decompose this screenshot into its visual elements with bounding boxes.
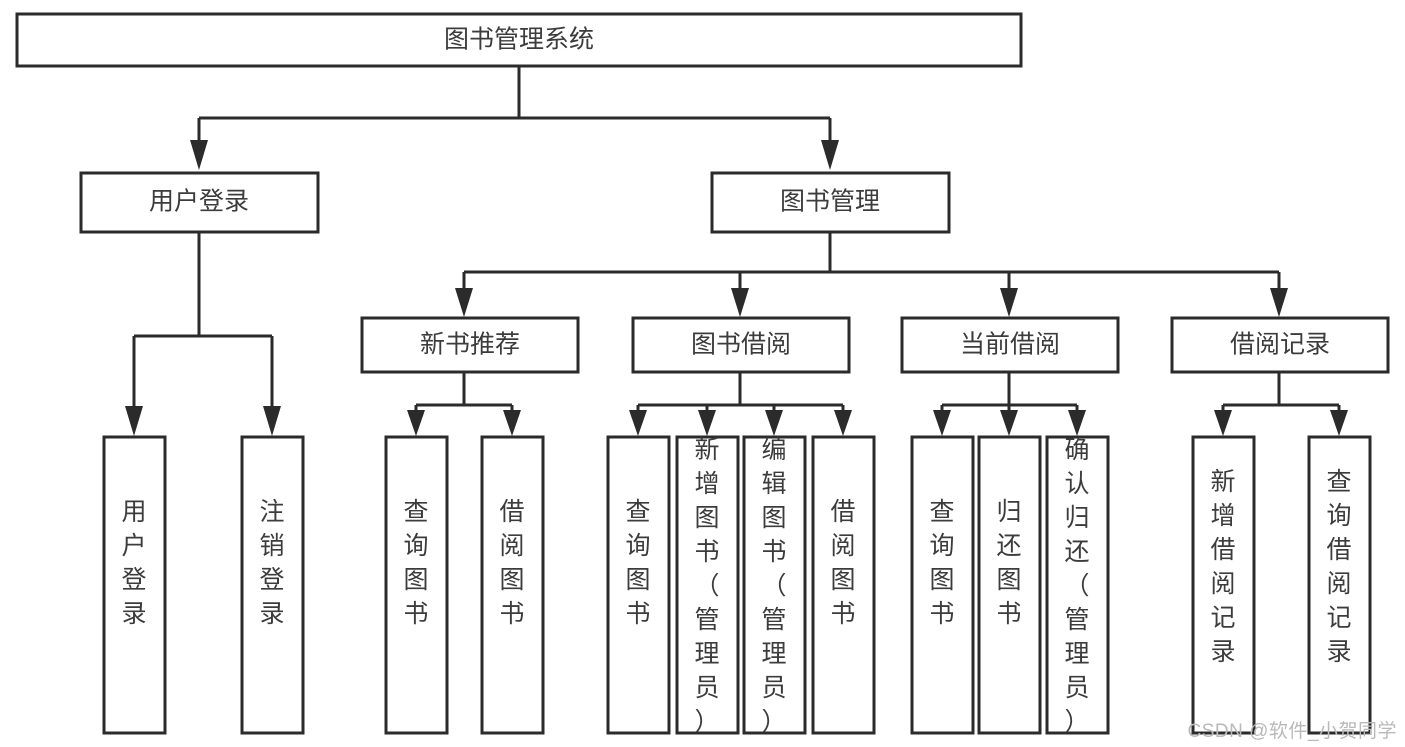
leaf-current-borrow-1-box[interactable]: [910, 435, 975, 735]
arrow-book-manage-to-new-book: [455, 288, 473, 317]
node-borrow-record[interactable]: 借阅记录: [1170, 316, 1390, 374]
arrow-user-login-leaf-2: [263, 406, 281, 436]
arrow-current-borrow-leaf-3: [1068, 410, 1086, 436]
arrow-borrow-record-leaf-1: [1214, 410, 1232, 436]
leaf-book-borrow-4-box[interactable]: [811, 435, 876, 735]
node-current-borrow-box[interactable]: [900, 316, 1120, 374]
leaf-new-book-1-box[interactable]: [384, 435, 449, 735]
csdn-watermark: CSDN @软件_小贺同学: [1187, 721, 1397, 742]
node-root-system[interactable]: 图书管理系统: [15, 12, 1023, 68]
node-book-borrow[interactable]: 图书借阅: [631, 316, 851, 374]
node-user-login[interactable]: 用户登录: [79, 171, 320, 234]
arrow-book-borrow-leaf-2: [698, 410, 716, 436]
node-root-system-label: 图书管理系统: [444, 26, 594, 54]
node-root-system-box[interactable]: [15, 12, 1023, 68]
leaf-book-borrow-2-box[interactable]: [675, 435, 740, 735]
arrow-new-book-leaf-2: [503, 410, 521, 436]
leaf-borrow-record-1-label: 新增借阅记录: [1210, 468, 1235, 666]
leaf-book-borrow-2[interactable]: 新增图书（管理员）: [675, 435, 740, 736]
leaf-new-book-2-label: 借阅图书: [499, 498, 524, 628]
arrow-book-manage-to-book-borrow: [731, 288, 749, 317]
arrow-root-to-book-manage: [821, 140, 839, 170]
node-user-login-label: 用户登录: [149, 188, 249, 216]
leaf-new-book-2-box[interactable]: [480, 435, 545, 735]
node-new-book-recommend-box[interactable]: [360, 316, 580, 374]
leaf-user-login-1[interactable]: 用户登录: [102, 435, 167, 735]
node-book-borrow-box[interactable]: [631, 316, 851, 374]
arrow-book-borrow-leaf-4: [834, 410, 852, 436]
leaf-book-borrow-3[interactable]: 编辑图书（管理员）: [742, 435, 807, 736]
leaf-new-book-2[interactable]: 借阅图书: [480, 435, 545, 735]
node-current-borrow-label: 当前借阅: [960, 331, 1060, 359]
leaf-book-borrow-1-label: 查询图书: [625, 498, 650, 628]
arrow-current-borrow-leaf-1: [933, 410, 951, 436]
leaf-borrow-record-1[interactable]: 新增借阅记录: [1191, 435, 1256, 735]
arrow-user-login-leaf-1: [125, 406, 143, 436]
leaf-current-borrow-3-label: 确认归还（管理员）: [1064, 436, 1089, 736]
leaf-current-borrow-3[interactable]: 确认归还（管理员）: [1045, 435, 1110, 736]
arrow-borrow-record-leaf-2: [1330, 410, 1348, 436]
leaf-current-borrow-2-label: 归还图书: [996, 498, 1021, 628]
node-new-book-recommend[interactable]: 新书推荐: [360, 316, 580, 374]
leaf-book-borrow-2-label: 新增图书（管理员）: [694, 436, 719, 736]
node-new-book-recommend-label: 新书推荐: [420, 331, 520, 359]
leaf-new-book-1[interactable]: 查询图书: [384, 435, 449, 735]
leaf-book-borrow-3-label: 编辑图书（管理员）: [761, 436, 786, 736]
node-book-manage[interactable]: 图书管理: [710, 171, 951, 234]
leaf-current-borrow-2[interactable]: 归还图书: [977, 435, 1042, 735]
leaf-borrow-record-2[interactable]: 查询借阅记录: [1307, 435, 1372, 735]
leaf-borrow-record-1-box[interactable]: [1191, 435, 1256, 735]
leaf-borrow-record-2-box[interactable]: [1307, 435, 1372, 735]
arrow-current-borrow-leaf-2: [1000, 410, 1018, 436]
node-book-manage-box[interactable]: [710, 171, 951, 234]
node-book-borrow-label: 图书借阅: [691, 331, 791, 359]
leaf-book-borrow-4-label: 借阅图书: [830, 498, 855, 628]
leaf-user-login-1-label: 用户登录: [121, 498, 146, 628]
node-user-login-box[interactable]: [79, 171, 320, 234]
leaf-user-login-2[interactable]: 注销登录: [240, 435, 305, 735]
arrow-book-manage-to-current-borrow: [1000, 288, 1018, 317]
leaf-borrow-record-2-label: 查询借阅记录: [1326, 468, 1351, 666]
leaf-current-borrow-1[interactable]: 查询图书: [910, 435, 975, 735]
leaf-user-login-2-box[interactable]: [240, 435, 305, 735]
leaf-current-borrow-2-box[interactable]: [977, 435, 1042, 735]
leaf-user-login-2-label: 注销登录: [259, 498, 284, 628]
arrow-new-book-leaf-1: [407, 410, 425, 436]
leaf-new-book-1-label: 查询图书: [403, 498, 428, 628]
leaf-book-borrow-4[interactable]: 借阅图书: [811, 435, 876, 735]
arrow-book-manage-to-borrow-record: [1270, 288, 1288, 317]
leaf-book-borrow-1-box[interactable]: [606, 435, 671, 735]
leaf-current-borrow-3-box[interactable]: [1045, 435, 1110, 735]
node-book-manage-label: 图书管理: [780, 188, 880, 216]
arrow-book-borrow-leaf-3: [765, 410, 783, 436]
connectors-layer: [125, 66, 1348, 436]
node-borrow-record-label: 借阅记录: [1230, 331, 1330, 359]
leaf-book-borrow-3-box[interactable]: [742, 435, 807, 735]
arrow-root-to-user-login: [190, 140, 208, 170]
node-borrow-record-box[interactable]: [1170, 316, 1390, 374]
leaf-user-login-1-box[interactable]: [102, 435, 167, 735]
arrow-book-borrow-leaf-1: [629, 410, 647, 436]
leaf-current-borrow-1-label: 查询图书: [929, 498, 954, 628]
node-current-borrow[interactable]: 当前借阅: [900, 316, 1120, 374]
leaf-book-borrow-1[interactable]: 查询图书: [606, 435, 671, 735]
